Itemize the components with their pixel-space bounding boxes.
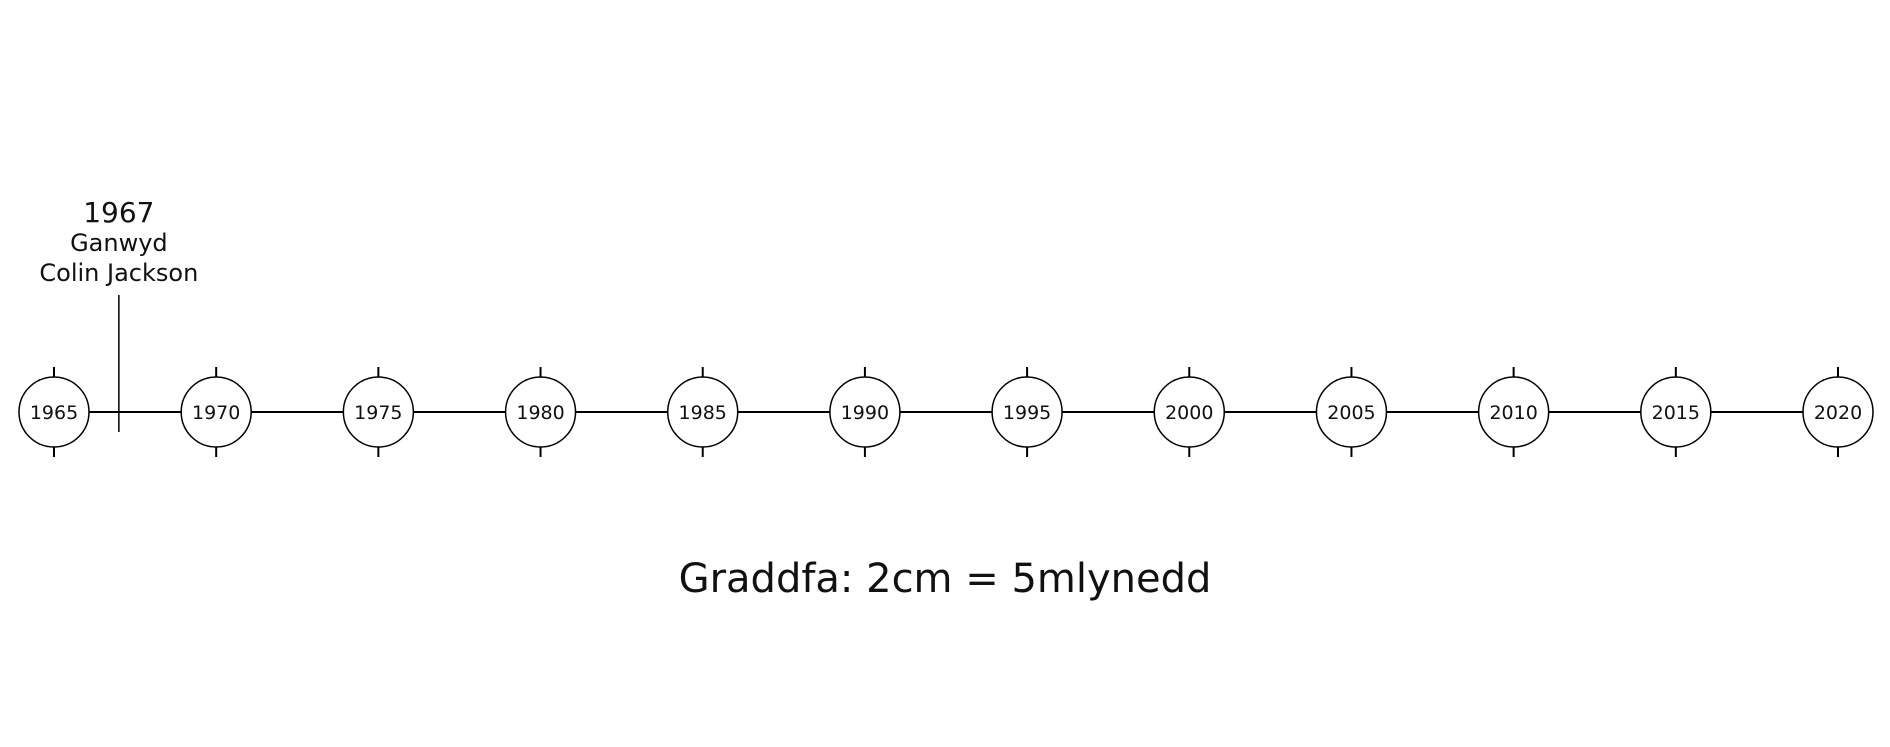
year-label: 1965 bbox=[30, 402, 78, 424]
event-description-line: Ganwyd bbox=[70, 229, 168, 257]
year-label: 2010 bbox=[1489, 402, 1537, 424]
year-marker-circle bbox=[991, 376, 1063, 448]
year-marker-circle bbox=[1802, 376, 1874, 448]
event-year-label: 1967 bbox=[83, 196, 154, 229]
year-marker-circle bbox=[1477, 376, 1550, 448]
year-marker-circle bbox=[666, 376, 739, 448]
year-label: 2005 bbox=[1327, 402, 1375, 424]
scale-caption: Graddfa: 2cm = 5mlynedd bbox=[678, 556, 1212, 602]
year-label: 2000 bbox=[1165, 402, 1213, 424]
year-label: 2015 bbox=[1652, 402, 1700, 424]
year-marker-circle bbox=[829, 376, 901, 448]
year-label: 1985 bbox=[679, 402, 727, 424]
year-marker-circle bbox=[1640, 376, 1712, 448]
year-label: 2020 bbox=[1814, 402, 1862, 424]
event-description-line: Colin Jackson bbox=[39, 259, 198, 287]
year-label: 1975 bbox=[354, 402, 402, 424]
year-label: 1990 bbox=[841, 402, 889, 424]
year-label: 1980 bbox=[516, 402, 564, 424]
year-marker-circle bbox=[180, 376, 252, 448]
year-marker-circle bbox=[18, 376, 90, 448]
year-marker-circle bbox=[1315, 376, 1388, 448]
year-marker-circle bbox=[504, 376, 577, 448]
year-label: 1995 bbox=[1003, 402, 1051, 424]
year-marker-circle bbox=[342, 376, 415, 448]
year-label: 1970 bbox=[192, 402, 240, 424]
year-marker-circle bbox=[1153, 376, 1226, 448]
